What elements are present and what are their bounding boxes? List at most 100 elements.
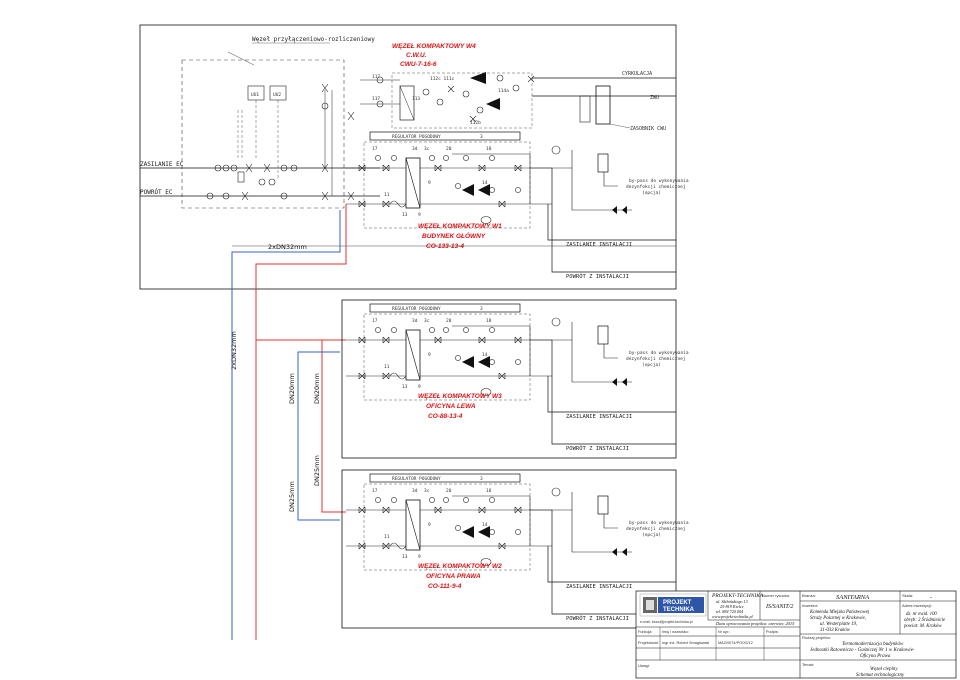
frame-w3 bbox=[341, 299, 677, 459]
pump-1 bbox=[462, 356, 474, 368]
gauge bbox=[443, 497, 449, 503]
svg-text:112c 111c: 112c 111c bbox=[430, 76, 455, 82]
valve bbox=[514, 506, 522, 514]
valve bbox=[358, 542, 366, 550]
powrot-label: POWRÓT Z INSTALACJI bbox=[566, 615, 629, 622]
node-boundary bbox=[363, 313, 531, 401]
svg-text:Uwagi:: Uwagi: bbox=[638, 664, 650, 668]
svg-text:Komenda Miejska Państwowej: Komenda Miejska Państwowej bbox=[809, 610, 870, 615]
valve bbox=[358, 164, 366, 172]
gauge bbox=[489, 529, 495, 535]
svg-text:114a: 114a bbox=[498, 88, 509, 94]
gauge bbox=[455, 525, 461, 531]
gauge bbox=[429, 155, 435, 161]
component-tag: 18 bbox=[486, 146, 492, 152]
svg-text:117: 117 bbox=[372, 74, 380, 80]
svg-text:25-819 Kielce: 25-819 Kielce bbox=[720, 604, 744, 609]
component-tag: 9 bbox=[428, 180, 431, 186]
zasilanie-label: ZASILANIE INSTALACJI bbox=[566, 414, 632, 420]
outlet-pipes bbox=[530, 492, 632, 553]
bypass-label-3: (opcja) bbox=[642, 532, 661, 538]
gauge bbox=[455, 183, 461, 189]
valve bbox=[478, 336, 486, 344]
outlet-gauge bbox=[551, 487, 561, 497]
gauge bbox=[375, 327, 381, 333]
connection-node-fittings bbox=[206, 83, 355, 201]
gauge bbox=[375, 155, 381, 161]
component-tag: 14 bbox=[482, 180, 488, 186]
svg-text:Adres inwestycji:: Adres inwestycji: bbox=[902, 603, 932, 608]
strainer bbox=[389, 200, 407, 208]
heat-exchanger bbox=[405, 499, 421, 551]
gauge bbox=[463, 497, 469, 503]
valve bbox=[382, 164, 390, 172]
svg-text:Straży Pożarnej w Krakowie,: Straży Pożarnej w Krakowie, bbox=[810, 616, 866, 621]
svg-text:powiat: M. Kraków: powiat: M. Kraków bbox=[903, 624, 942, 629]
node-boundary bbox=[363, 483, 531, 571]
company-name: PROJEKT-TECHNIKA bbox=[711, 593, 764, 599]
valve bbox=[358, 200, 366, 208]
cwu-fittings bbox=[376, 74, 535, 123]
scale-value: - bbox=[930, 595, 932, 601]
cwu-heat-exchanger bbox=[399, 85, 415, 121]
cwu-pump-2 bbox=[486, 98, 500, 110]
svg-text:Projektował:: Projektował: bbox=[638, 641, 659, 645]
pump-2 bbox=[478, 356, 490, 368]
w1-title-1: WĘZEŁ KOMPAKTOWY W1 bbox=[418, 223, 502, 230]
valve bbox=[498, 542, 506, 550]
outlet-gauge bbox=[551, 317, 561, 327]
dn20-label-a: DN20mm bbox=[288, 373, 296, 404]
powrot-line bbox=[551, 168, 676, 273]
component-tag: 9 bbox=[418, 554, 421, 560]
dosing-tank bbox=[597, 495, 609, 515]
component-tag: 9 bbox=[428, 522, 431, 528]
w2-title-3: CO-111-9-4 bbox=[428, 583, 462, 590]
dosing-line bbox=[603, 172, 618, 187]
component-tag: 18 bbox=[486, 488, 492, 494]
heat-exchanger bbox=[405, 157, 421, 209]
strainer bbox=[389, 542, 407, 550]
gauge bbox=[463, 327, 469, 333]
node-boundary bbox=[363, 141, 531, 229]
svg-text:UU2: UU2 bbox=[273, 92, 281, 98]
component-tag: 17 bbox=[372, 488, 378, 494]
svg-text:Podpis:: Podpis: bbox=[766, 630, 779, 634]
expansion-vessel bbox=[480, 558, 492, 566]
component-tag: 18 bbox=[486, 318, 492, 324]
gauge bbox=[429, 327, 435, 333]
svg-text:ul. Westerplatte 19,: ul. Westerplatte 19, bbox=[820, 622, 857, 627]
bypass-valves bbox=[612, 548, 627, 556]
valve bbox=[434, 164, 442, 172]
w1-title-3: CO-133-13-4 bbox=[426, 243, 464, 250]
return-ec-label: POWRÓT EC bbox=[140, 189, 173, 196]
bypass-label-2: dezynfekcji chemicznej bbox=[626, 184, 686, 190]
dosing-line bbox=[603, 344, 618, 359]
regulator-bar bbox=[369, 303, 521, 313]
gauge bbox=[489, 497, 495, 503]
company-logo: PROJEKT TECHNIKA bbox=[639, 593, 707, 617]
svg-text:Imię i nazwisko:: Imię i nazwisko: bbox=[662, 630, 689, 634]
svg-text:117: 117 bbox=[372, 96, 380, 102]
powrot-label: POWRÓT Z INSTALACJI bbox=[566, 445, 629, 452]
gauge bbox=[443, 155, 449, 161]
component-tag: 13 bbox=[402, 384, 408, 390]
svg-text:Branża:: Branża: bbox=[802, 593, 816, 598]
component-tag: 17 bbox=[372, 146, 378, 152]
valve bbox=[478, 506, 486, 514]
bypass-valves bbox=[612, 206, 627, 214]
cwu-node-frame bbox=[391, 72, 533, 129]
component-tag: 3c bbox=[424, 488, 430, 494]
gauge bbox=[489, 187, 495, 193]
dosing-line bbox=[603, 514, 618, 529]
valve bbox=[358, 506, 366, 514]
svg-text:Termomodernizacja budynków: Termomodernizacja budynków bbox=[842, 642, 904, 647]
zasobnik-label: ZASOBNIK CWU bbox=[630, 126, 666, 132]
svg-text:Inwestor:: Inwestor: bbox=[802, 603, 818, 608]
svg-text:dz. nr ewid. 100: dz. nr ewid. 100 bbox=[906, 612, 937, 617]
outlet-gauge bbox=[551, 145, 561, 155]
component-tag: 11 bbox=[384, 192, 390, 198]
valve bbox=[514, 336, 522, 344]
